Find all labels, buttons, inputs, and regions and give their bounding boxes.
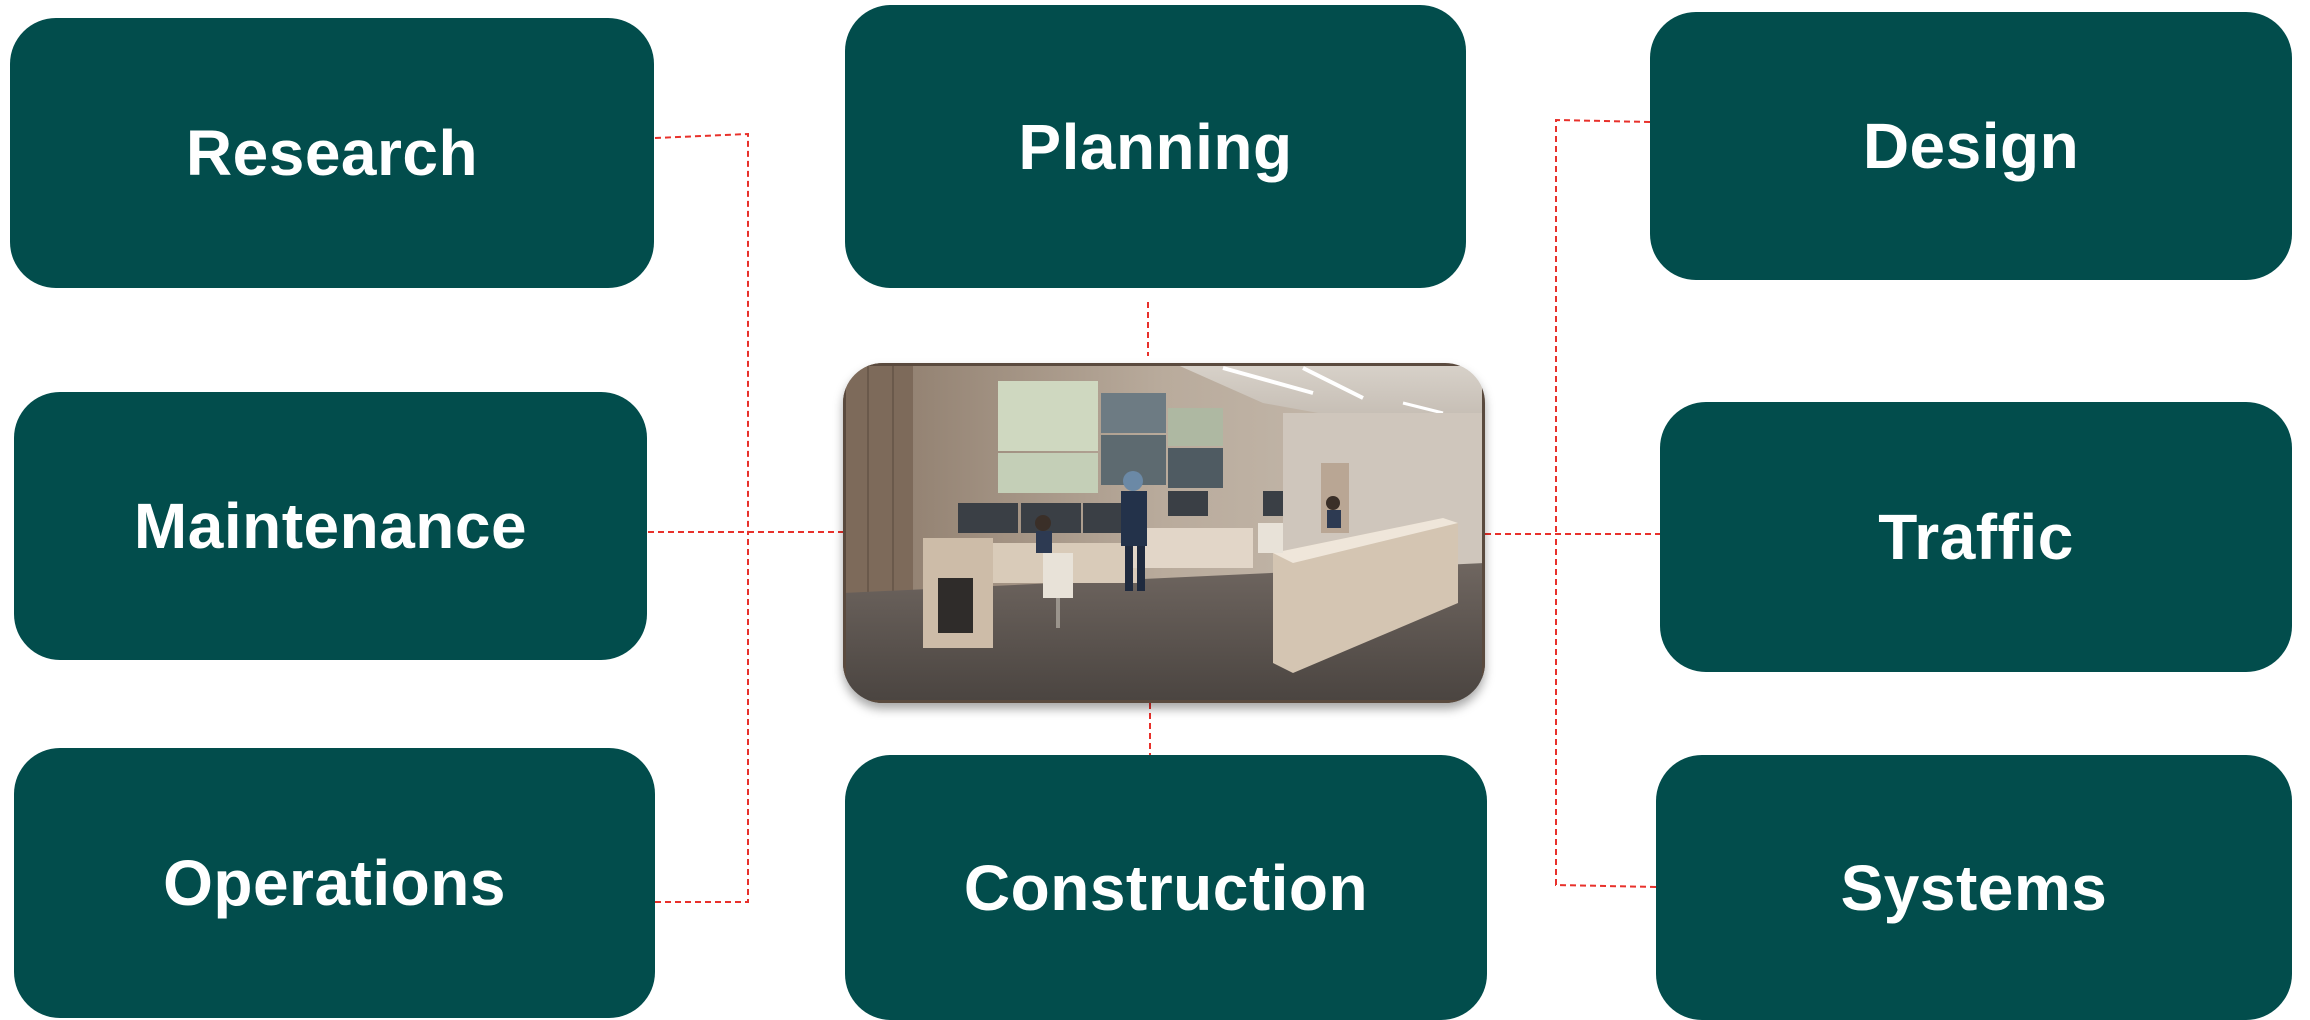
- operations-label: Operations: [163, 847, 506, 919]
- research-label: Research: [185, 117, 479, 189]
- design-label: Design: [1862, 110, 2080, 182]
- traffic-box: Traffic: [1660, 402, 2292, 672]
- construction-box: Construction: [845, 755, 1487, 1020]
- connector-research: [654, 132, 749, 532]
- research-box: Research: [10, 18, 654, 288]
- construction-label: Construction: [963, 851, 1369, 924]
- operations-box: Operations: [14, 748, 655, 1018]
- connector-design: [1555, 118, 1651, 534]
- maintenance-box: Maintenance: [14, 392, 647, 660]
- planning-box: Planning: [845, 5, 1466, 288]
- control-room-image: [843, 363, 1485, 703]
- traffic-label: Traffic: [1878, 501, 2074, 573]
- connector-systems: [1555, 534, 1657, 888]
- planning-label: Planning: [1018, 110, 1293, 183]
- connector-operations: [655, 532, 749, 903]
- maintenance-label: Maintenance: [133, 490, 528, 562]
- design-box: Design: [1650, 12, 2292, 280]
- systems-box: Systems: [1656, 755, 2292, 1020]
- systems-label: Systems: [1840, 851, 2108, 924]
